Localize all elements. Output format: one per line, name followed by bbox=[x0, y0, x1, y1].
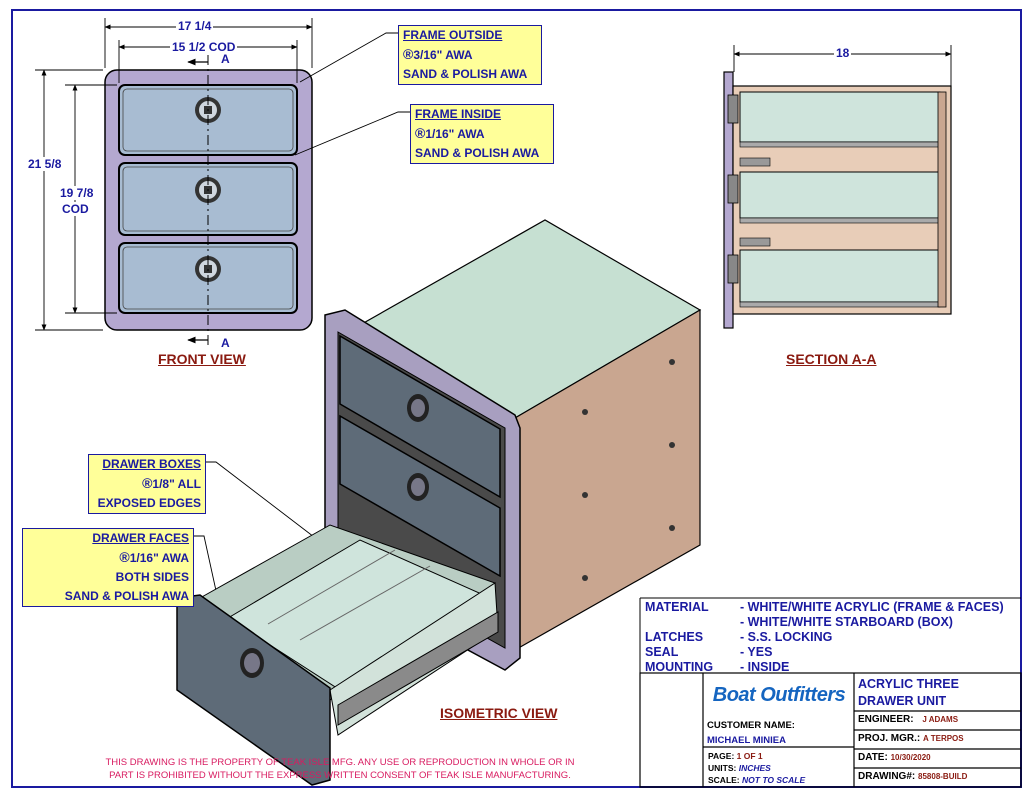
callout-frame-outside: FRAME OUTSIDE ®3/16" AWA SAND & POLISH A… bbox=[398, 25, 542, 85]
section-mark-top: A bbox=[221, 52, 230, 66]
spec-mounting-value: - INSIDE bbox=[740, 660, 790, 674]
radius-symbol-icon: ® bbox=[119, 549, 130, 565]
date-label: DATE: bbox=[858, 752, 888, 763]
radius-symbol-icon: ® bbox=[415, 125, 426, 141]
drawing-title-line2: DRAWER UNIT bbox=[858, 694, 947, 708]
engineer-value: J ADAMS bbox=[922, 715, 959, 724]
units-label: UNITS: bbox=[708, 763, 737, 773]
date-row: DATE: 10/30/2020 bbox=[858, 752, 931, 763]
title-section-view: SECTION A-A bbox=[786, 351, 877, 367]
callout-drawer-boxes-line1: ®1/8" ALL bbox=[142, 475, 201, 491]
notice-line-1: THIS DRAWING IS THE PROPERTY OF TEAK ISL… bbox=[105, 757, 575, 768]
proj-mgr-row: PROJ. MGR.: A TERPOS bbox=[858, 733, 964, 744]
notice-line-2: PART IS PROHIBITED WITHOUT THE EXPRESS W… bbox=[109, 770, 571, 781]
dim-cod-height-1: 19 7/8 bbox=[58, 186, 96, 200]
callout-drawer-boxes: DRAWER BOXES ®1/8" ALL EXPOSED EDGES bbox=[88, 454, 206, 514]
dim-depth: 18 bbox=[834, 46, 852, 60]
open-drawer-face bbox=[176, 594, 331, 786]
sheet-border bbox=[11, 9, 1022, 788]
callout-frame-inside-line2: SAND & POLISH AWA bbox=[415, 146, 540, 160]
title-front-view: FRONT VIEW bbox=[158, 351, 246, 367]
drawing-title-line1: ACRYLIC THREE bbox=[858, 677, 959, 691]
callout-drawer-boxes-line2: EXPOSED EDGES bbox=[97, 496, 201, 510]
callout-frame-outside-line2: SAND & POLISH AWA bbox=[403, 67, 528, 81]
drawer-slide bbox=[337, 611, 499, 726]
dim-overall-width: 17 1/4 bbox=[176, 19, 214, 33]
callout-drawer-faces-line1: ®1/16" AWA bbox=[119, 549, 189, 565]
proj-mgr-value: A TERPOS bbox=[923, 734, 964, 743]
title-isometric-view: ISOMETRIC VIEW bbox=[440, 705, 558, 721]
units-row: UNITS: INCHES bbox=[708, 763, 771, 773]
dim-cod-height-2: COD bbox=[60, 202, 91, 216]
front-view bbox=[35, 18, 313, 345]
dim-overall-height: 21 5/8 bbox=[26, 157, 64, 171]
proj-mgr-label: PROJ. MGR.: bbox=[858, 733, 921, 744]
scale-label: SCALE: bbox=[708, 775, 740, 785]
dim-cod-width: 15 1/2 COD bbox=[170, 40, 238, 54]
callout-frame-outside-line1: ®3/16" AWA bbox=[403, 46, 473, 62]
callout-drawer-boxes-title: DRAWER BOXES bbox=[102, 457, 201, 471]
callout-frame-inside-title: FRAME INSIDE bbox=[415, 107, 502, 121]
callout-frame-inside-line1: ®1/16" AWA bbox=[415, 125, 485, 141]
callout-frame-outside-title: FRAME OUTSIDE bbox=[403, 28, 503, 42]
spec-latches-label: LATCHES bbox=[645, 630, 704, 644]
units-value: INCHES bbox=[738, 763, 771, 773]
title-block-lines bbox=[639, 672, 1022, 788]
radius-symbol-icon: ® bbox=[142, 475, 153, 491]
spec-material-label: MATERIAL bbox=[645, 600, 709, 614]
spec-latches-value: - S.S. LOCKING bbox=[740, 630, 833, 644]
page-row: PAGE: 1 OF 1 bbox=[708, 751, 763, 761]
isometric-view bbox=[176, 219, 702, 786]
boat-outfitters-logo: Boat Outfitters bbox=[712, 684, 846, 706]
engineer-label: ENGINEER: bbox=[858, 714, 914, 725]
callout-frame-inside: FRAME INSIDE ®1/16" AWA SAND & POLISH AW… bbox=[410, 104, 554, 164]
scale-row: SCALE: NOT TO SCALE bbox=[708, 775, 805, 785]
spec-seal-value: - YES bbox=[740, 645, 773, 659]
page-label: PAGE: bbox=[708, 751, 735, 761]
spec-material-value-1: - WHITE/WHITE ACRYLIC (FRAME & FACES) bbox=[740, 600, 1004, 614]
callout-drawer-faces-line2: BOTH SIDES bbox=[115, 570, 189, 584]
section-mark-bottom: A bbox=[221, 336, 230, 350]
page-value: 1 OF 1 bbox=[736, 751, 763, 761]
callout-drawer-faces-title: DRAWER FACES bbox=[92, 531, 189, 545]
iso-latch-2-icon bbox=[407, 473, 429, 501]
spec-seal-label: SEAL bbox=[645, 645, 679, 659]
customer-name-label: CUSTOMER NAME: bbox=[707, 720, 795, 731]
iso-latch-1-icon bbox=[407, 394, 429, 422]
ownership-notice: THIS DRAWING IS THE PROPERTY OF TEAK ISL… bbox=[60, 756, 620, 782]
customer-name-value: MICHAEL MINIEA bbox=[707, 735, 786, 746]
drawing-number-label: DRAWING#: bbox=[858, 771, 916, 782]
callout-drawer-faces-line3: SAND & POLISH AWA bbox=[64, 589, 189, 603]
scale-value: NOT TO SCALE bbox=[742, 775, 806, 785]
radius-symbol-icon: ® bbox=[403, 46, 414, 62]
spec-mounting-label: MOUNTING bbox=[645, 660, 714, 674]
spec-material-value-2: - WHITE/WHITE STARBOARD (BOX) bbox=[740, 615, 953, 629]
section-view bbox=[723, 45, 952, 329]
drawing-number-row: DRAWING#: 85808-BUILD bbox=[858, 771, 967, 782]
date-value: 10/30/2020 bbox=[890, 753, 931, 762]
open-drawer-latch-icon bbox=[240, 648, 264, 678]
cabinet-screws bbox=[582, 359, 675, 581]
engineer-row: ENGINEER: J ADAMS bbox=[858, 714, 958, 725]
callout-drawer-faces: DRAWER FACES ®1/16" AWA BOTH SIDES SAND … bbox=[22, 528, 194, 607]
drawing-number-value: 85808-BUILD bbox=[918, 772, 968, 781]
